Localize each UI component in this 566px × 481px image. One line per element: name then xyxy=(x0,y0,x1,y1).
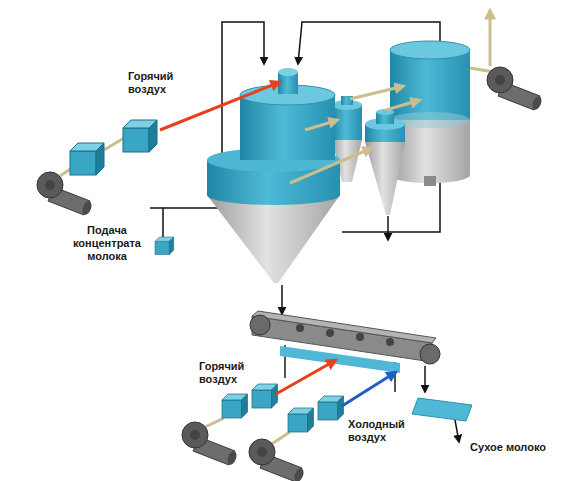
air-cooler xyxy=(318,396,344,420)
hot-air-arrow xyxy=(276,360,336,394)
atomizer-top xyxy=(278,68,298,76)
feed-pipe xyxy=(150,207,163,209)
bed-end-cap xyxy=(250,315,270,335)
exhaust-fan xyxy=(487,67,543,111)
product-drop xyxy=(424,366,426,392)
cyclone-discharge xyxy=(387,216,389,240)
feed-pump-body xyxy=(155,237,174,255)
air-filter xyxy=(288,408,314,432)
air-duct xyxy=(203,418,224,428)
air-duct xyxy=(270,432,290,445)
bed-port xyxy=(296,324,304,332)
bed-port xyxy=(326,329,334,337)
fluid-bed xyxy=(250,311,440,392)
silo-outlet xyxy=(424,176,436,186)
air-heater xyxy=(252,384,278,408)
bed-top xyxy=(252,311,436,343)
hot-air-fan xyxy=(182,422,238,466)
air-duct xyxy=(305,120,338,130)
air-filter-body xyxy=(222,394,248,418)
text-label: Горячий воздух xyxy=(199,360,259,386)
feed-pump xyxy=(155,237,174,255)
drying-chamber xyxy=(207,68,340,283)
cyclone-cone xyxy=(365,142,405,215)
air-filter-body xyxy=(288,408,314,432)
cyclone xyxy=(365,109,405,215)
text-label: Сухое молоко xyxy=(470,441,562,454)
air-duct xyxy=(386,100,420,110)
air-duct xyxy=(350,86,404,99)
air-duct xyxy=(104,138,124,150)
bed-port xyxy=(386,338,394,346)
filter-silo xyxy=(390,41,470,186)
cyclone-body xyxy=(332,105,362,140)
exhaust-arrow xyxy=(489,10,492,66)
text-label: Горячий воздух xyxy=(128,70,188,96)
product-tray xyxy=(412,398,472,421)
powder-drop xyxy=(281,285,283,314)
hot-air-arrow xyxy=(160,82,280,130)
text-label: Холодный воздух xyxy=(348,418,418,444)
air-cooler-body xyxy=(318,396,344,420)
supply-fan xyxy=(37,172,93,216)
chamber-cone xyxy=(207,195,340,283)
text-label: Подача концентрата молока xyxy=(66,224,148,263)
air-filter xyxy=(70,143,104,175)
product-arrow xyxy=(455,420,459,442)
cold-air-arrow xyxy=(342,372,396,406)
cold-air-fan xyxy=(249,439,305,481)
air-heater xyxy=(123,120,157,152)
bed-port xyxy=(356,333,364,341)
air-filter xyxy=(222,394,248,418)
air-duct xyxy=(290,148,372,183)
silo-top xyxy=(390,41,470,59)
air-heater-body xyxy=(252,384,278,408)
bed-end-cap xyxy=(420,344,440,364)
